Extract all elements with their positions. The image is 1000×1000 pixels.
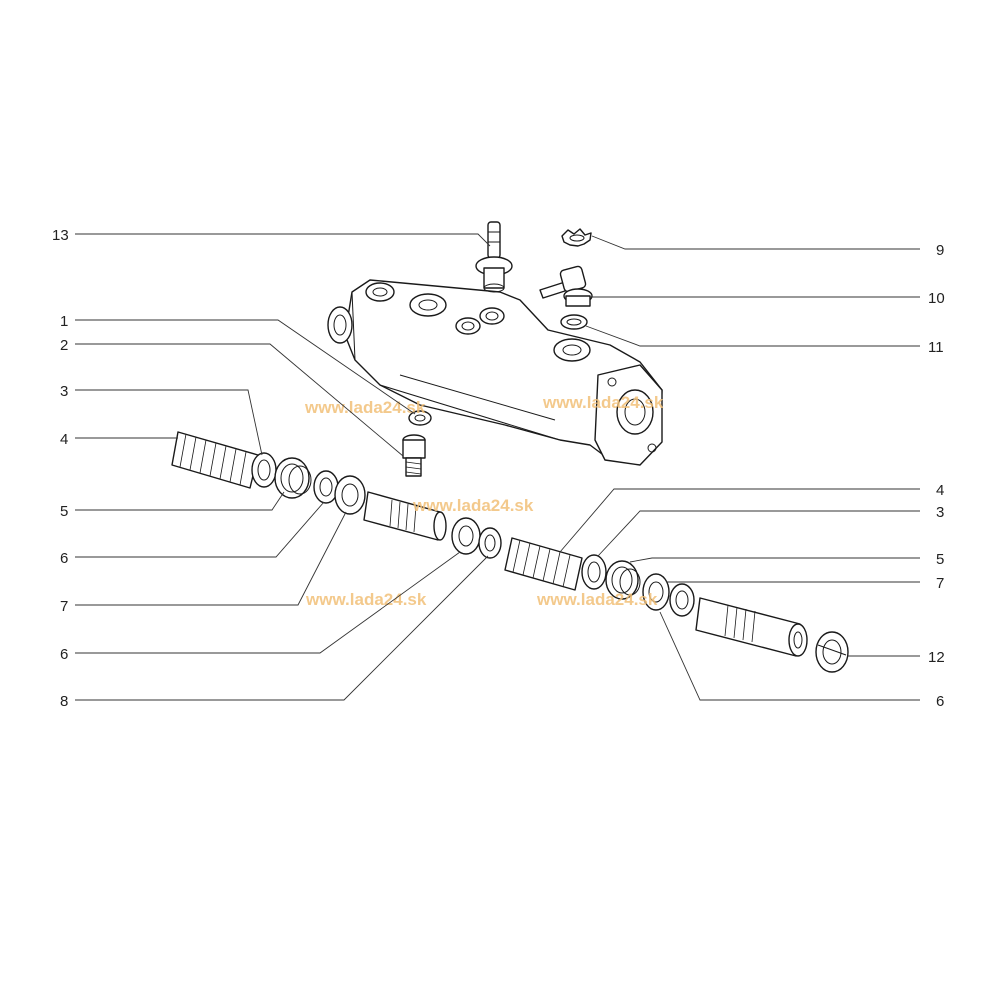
spring-4-left	[171, 431, 259, 489]
watermark-2: www.lada24.sk	[542, 393, 664, 412]
callout-5-right: 5	[936, 551, 944, 568]
leader-9	[591, 235, 920, 250]
leader-5-left	[75, 491, 285, 511]
callout-labels: 13 9 10 11 1 2 3 4 5 6 7 6 8 4 3 5 7 12 …	[52, 227, 945, 710]
ring-6-left-a	[313, 470, 339, 504]
hose-fitting-13	[475, 221, 513, 293]
callout-13: 13	[52, 227, 69, 244]
spring-cup-3-left	[251, 452, 277, 488]
leader-6-left-a	[75, 501, 325, 558]
stop-screw-2	[402, 434, 426, 477]
leader-1	[75, 319, 416, 415]
callout-5-left: 5	[60, 503, 68, 520]
callout-4-right: 4	[936, 482, 944, 499]
leader-5-right	[629, 557, 920, 563]
leader-6-left-b	[75, 551, 461, 654]
leader-8	[75, 555, 489, 701]
callout-6-right: 6	[936, 693, 944, 710]
leader-13	[75, 233, 491, 247]
watermarks: www.lada24.sk www.lada24.sk www.lada24.s…	[304, 393, 664, 609]
boot-12	[815, 631, 849, 673]
callout-8: 8	[60, 693, 68, 710]
callout-9: 9	[936, 242, 944, 259]
watermark-5: www.lada24.sk	[536, 590, 658, 609]
spring-4-right	[504, 537, 583, 591]
callout-11: 11	[928, 339, 944, 356]
angle-fitting-10	[539, 265, 593, 307]
watermark-1: www.lada24.sk	[304, 398, 426, 417]
callout-4-left: 4	[60, 431, 68, 448]
callout-10: 10	[928, 290, 945, 307]
callout-6-left-a: 6	[60, 550, 68, 567]
callout-7-left: 7	[60, 598, 68, 615]
leader-11	[585, 325, 920, 347]
watermark-3: www.lada24.sk	[412, 496, 534, 515]
seal-7-left	[334, 475, 366, 515]
piston-right	[695, 597, 808, 657]
master-cylinder-body	[327, 279, 663, 466]
callout-1: 1	[60, 313, 68, 330]
seal-5-right	[605, 560, 641, 600]
washer-1	[408, 410, 432, 426]
watermark-4: www.lada24.sk	[305, 590, 427, 609]
callout-6-left-b: 6	[60, 646, 68, 663]
callout-7-right: 7	[936, 575, 944, 592]
leader-4-right	[559, 488, 920, 553]
callout-3-left: 3	[60, 383, 68, 400]
seal-5-left	[274, 457, 312, 499]
seal-8	[478, 527, 502, 559]
seal-7-right	[642, 573, 670, 611]
leader-3-left	[75, 389, 263, 456]
leader-6-right	[659, 611, 920, 701]
leader-2	[75, 343, 404, 457]
callout-2: 2	[60, 337, 68, 354]
piston-left	[363, 491, 447, 541]
leader-3-right	[597, 510, 920, 557]
ring-6-left-b	[451, 517, 481, 555]
leader-7-left	[75, 511, 347, 606]
lock-washer-9	[561, 228, 592, 247]
callout-12: 12	[928, 649, 945, 666]
ring-6-right	[669, 583, 695, 617]
spring-cup-3-right	[581, 554, 607, 590]
callout-3-right: 3	[936, 504, 944, 521]
washer-11	[560, 314, 588, 330]
leader-lines	[75, 233, 920, 701]
